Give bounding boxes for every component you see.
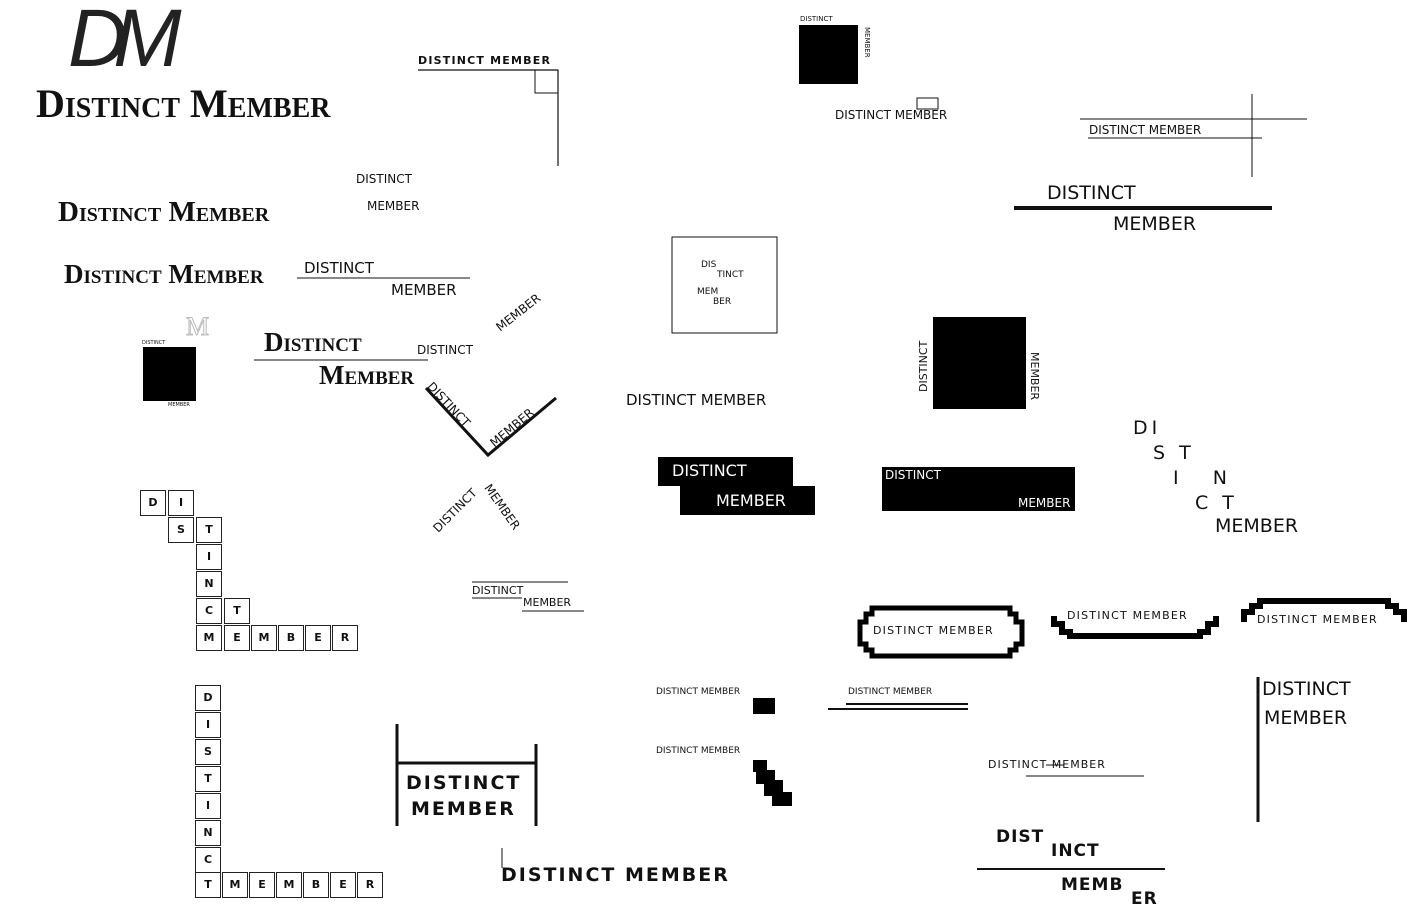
black-bar	[882, 467, 1075, 511]
grid-cell: I	[195, 793, 221, 819]
corner-wordmark: DISTINCT MEMBER	[418, 54, 552, 67]
grid-cell: S	[195, 739, 221, 765]
grid-cell: T	[195, 872, 221, 898]
stair-5: MEMBER	[1215, 515, 1299, 537]
grid-cell: T	[196, 517, 222, 543]
spaced-wordmark: DISTINCT MEMBER	[501, 864, 730, 886]
grid-cell: R	[357, 872, 383, 898]
square-bottom-label: MEMBER	[168, 402, 190, 408]
grid-cell: M	[276, 872, 302, 898]
grid-cell: I	[195, 712, 221, 738]
crosshair-wordmark: DISTINCT MEMBER	[1089, 123, 1202, 137]
square-tinct: TINCT	[717, 270, 744, 280]
tiered-distinct: DISTINCT	[472, 584, 524, 597]
bracket-member: MEMBER	[411, 798, 516, 820]
black-square-top	[799, 25, 858, 84]
grid-cell: I	[168, 490, 194, 516]
bracket-distinct: DISTINCT	[406, 772, 522, 794]
square-ber: BER	[713, 297, 732, 307]
square-side-member: MEMBER	[863, 27, 871, 58]
diagonal-distinct: DISTINCT	[417, 343, 473, 357]
split-memb: MEMB	[1061, 875, 1124, 895]
bracket-wordmark: DISTINCT MEMBER	[835, 108, 948, 122]
grid-cell: C	[195, 847, 221, 873]
grid-cell: M	[222, 872, 248, 898]
grid-cell: B	[278, 625, 304, 651]
grid-cell: M	[251, 625, 277, 651]
square-mem: MEM	[697, 287, 719, 297]
grid-cell: I	[196, 544, 222, 570]
outline-monogram: M	[185, 312, 210, 341]
grid-cell: T	[195, 766, 221, 792]
double-rule-wordmark: DISTINCT MEMBER	[848, 687, 933, 697]
block-distinct	[658, 457, 793, 486]
underlined-distinct: DISTINCT	[304, 259, 374, 277]
strike-wordmark: DISTINCT MEMBER	[988, 758, 1106, 771]
wordmark-small: Distinct Member	[58, 196, 270, 228]
rule-distinct: DISTINCT	[1262, 678, 1351, 700]
grid-cell: R	[332, 625, 358, 651]
small-wordmark-square: DISTINCT MEMBER	[656, 687, 741, 697]
grid-cell: N	[195, 820, 221, 846]
bar-member-text: MEMBER	[1018, 496, 1071, 510]
large-square-distinct: DISTINCT	[917, 340, 930, 392]
grid-cell: T	[224, 598, 250, 624]
large-square-member: MEMBER	[1028, 352, 1041, 401]
tiered-member: MEMBER	[523, 596, 572, 609]
grid-cell: E	[249, 872, 275, 898]
small-black-square	[753, 698, 775, 714]
grid-cell: B	[303, 872, 329, 898]
bar-distinct-text: DISTINCT	[885, 468, 941, 482]
stair-4: C T	[1195, 492, 1238, 514]
stacked-text-2: MEMBER	[367, 199, 420, 213]
block-distinct-text: DISTINCT	[672, 461, 747, 480]
stair-3: I N	[1173, 467, 1231, 489]
underlined-member: MEMBER	[391, 281, 457, 299]
logo-wordmark: Distinct Member	[36, 81, 331, 126]
plain-wordmark: DISTINCT MEMBER	[626, 391, 767, 409]
split-wordmark-1: Distinct	[264, 327, 362, 357]
grid-cell: D	[140, 490, 166, 516]
grid-cell: S	[168, 517, 194, 543]
grid-cell: M	[196, 625, 222, 651]
block-member-text: MEMBER	[716, 491, 786, 510]
grid-cell: D	[195, 685, 221, 711]
square-top-distinct: DISTINCT	[800, 15, 833, 23]
grid-cell: E	[224, 625, 250, 651]
grid-cell: E	[305, 625, 331, 651]
pixel-base-wordmark: DISTINCT MEMBER	[1067, 609, 1188, 622]
block-member	[680, 486, 815, 515]
split-dist: DIST	[996, 827, 1045, 847]
stair-1: DI	[1133, 417, 1162, 439]
black-square-large	[933, 317, 1026, 409]
dm-monogram: DM	[68, 0, 181, 84]
black-square-small	[143, 347, 196, 401]
stair-pixel-wordmark: DISTINCT MEMBER	[656, 746, 741, 756]
split-inct: INCT	[1051, 841, 1100, 861]
wordmark-small-alt: Distinct Member	[64, 259, 264, 289]
bar-member: MEMBER	[1113, 213, 1197, 235]
split-wordmark-2: Member	[319, 360, 415, 390]
square-dis: DIS	[701, 260, 717, 270]
square-top-label: DISTINCT	[142, 340, 166, 346]
rule-member: MEMBER	[1264, 707, 1348, 729]
grid-cell: C	[196, 598, 222, 624]
split-er: ER	[1131, 889, 1158, 909]
bar-distinct: DISTINCT	[1047, 182, 1136, 204]
stair-2: S T	[1153, 442, 1195, 464]
pixel-frame-wordmark: DISTINCT MEMBER	[873, 624, 994, 637]
grid-cell: N	[196, 571, 222, 597]
grid-cell: E	[330, 872, 356, 898]
pixel-top-wordmark: DISTINCT MEMBER	[1257, 613, 1378, 626]
stacked-text-1: DISTINCT	[356, 172, 412, 186]
